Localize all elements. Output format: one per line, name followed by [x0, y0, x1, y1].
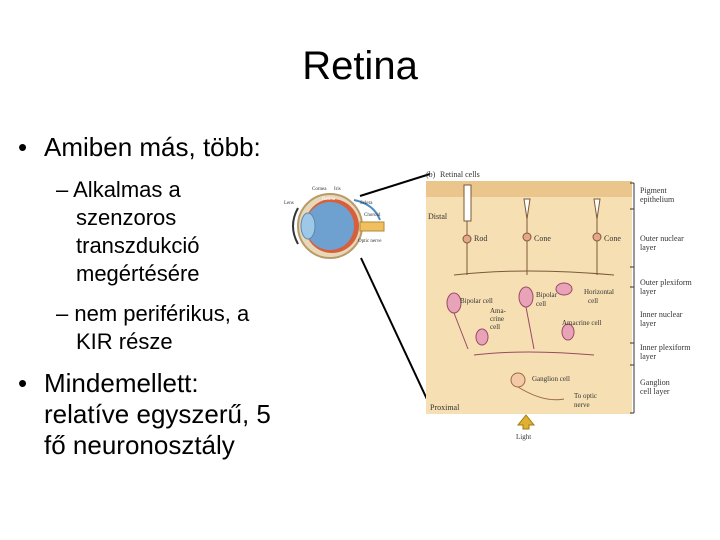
layer-inl-b: layer: [640, 319, 656, 328]
panel-title: Retinal cells: [440, 170, 480, 179]
label-amacrine-1c: cell: [490, 323, 500, 331]
label-amacrine-2: Amacrine cell: [562, 319, 602, 327]
pigment-band: [426, 181, 632, 197]
label-proximal: Proximal: [430, 403, 460, 412]
bipolar-cell-2: [519, 287, 533, 307]
label-bipolar-2b: cell: [536, 300, 546, 308]
cone-nucleus: [593, 233, 601, 241]
label-light: Light: [516, 433, 531, 441]
eye-label-choroid: Choroid: [364, 213, 381, 218]
lens-shape: [301, 213, 315, 239]
label-horizontal-b: cell: [588, 297, 598, 305]
layer-inl-a: Inner nuclear: [640, 310, 683, 319]
label-horizontal-a: Horizontal: [584, 288, 614, 296]
eye-label-retina: Retina: [322, 197, 336, 202]
eye-label-optic: Optic nerve: [358, 239, 382, 244]
layer-pigment-b: epithelium: [640, 195, 675, 204]
cone-nucleus: [523, 233, 531, 241]
layer-ipl-a: Inner plexiform: [640, 343, 691, 352]
label-rod: Rod: [474, 234, 487, 243]
layer-opl-a: Outer plexiform: [640, 278, 693, 287]
bipolar-cell-1: [447, 293, 461, 313]
label-optic-b: nerve: [574, 401, 590, 409]
amacrine-cell-1: [476, 329, 488, 345]
optic-nerve-shape: [360, 222, 384, 231]
panel-label: (b): [426, 170, 436, 179]
label-optic-a: To optic: [574, 392, 597, 400]
eye-label-lens: Lens: [284, 201, 294, 206]
connector-line-bottom: [361, 258, 432, 410]
label-ganglion: Ganglion cell: [532, 375, 570, 383]
eye-label-sclera: Sclera: [360, 201, 373, 206]
retina-cell-diagram: (b) Retinal cells Distal Rod Cone Cone B…: [424, 167, 700, 449]
label-amacrine-1a: Ama-: [490, 307, 507, 315]
label-cone-1: Cone: [534, 234, 551, 243]
rod-outer-segment: [464, 185, 471, 221]
label-amacrine-1b: crine: [490, 315, 504, 323]
layer-ipl-b: layer: [640, 352, 656, 361]
light-arrow: [518, 415, 534, 429]
layer-onl-b: layer: [640, 243, 656, 252]
layer-gcl-b: cell layer: [640, 387, 670, 396]
label-distal: Distal: [428, 212, 448, 221]
ganglion-cell: [511, 373, 525, 387]
eye-label-cornea: Cornea: [312, 187, 327, 192]
horizontal-cell: [556, 283, 572, 295]
layer-gcl-a: Ganglion: [640, 378, 670, 387]
layer-opl-b: layer: [640, 287, 656, 296]
label-bipolar-1: Bipolar cell: [460, 297, 493, 305]
rod-nucleus: [463, 235, 471, 243]
eye-diagram: Cornea Iris Lens Sclera Retina Choroid O…: [282, 182, 394, 268]
layer-onl-a: Outer nuclear: [640, 234, 684, 243]
label-cone-2: Cone: [604, 234, 621, 243]
eye-label-iris: Iris: [334, 187, 341, 192]
label-bipolar-2a: Bipolar: [536, 291, 558, 299]
layer-pigment-a: Pigment: [640, 186, 667, 195]
